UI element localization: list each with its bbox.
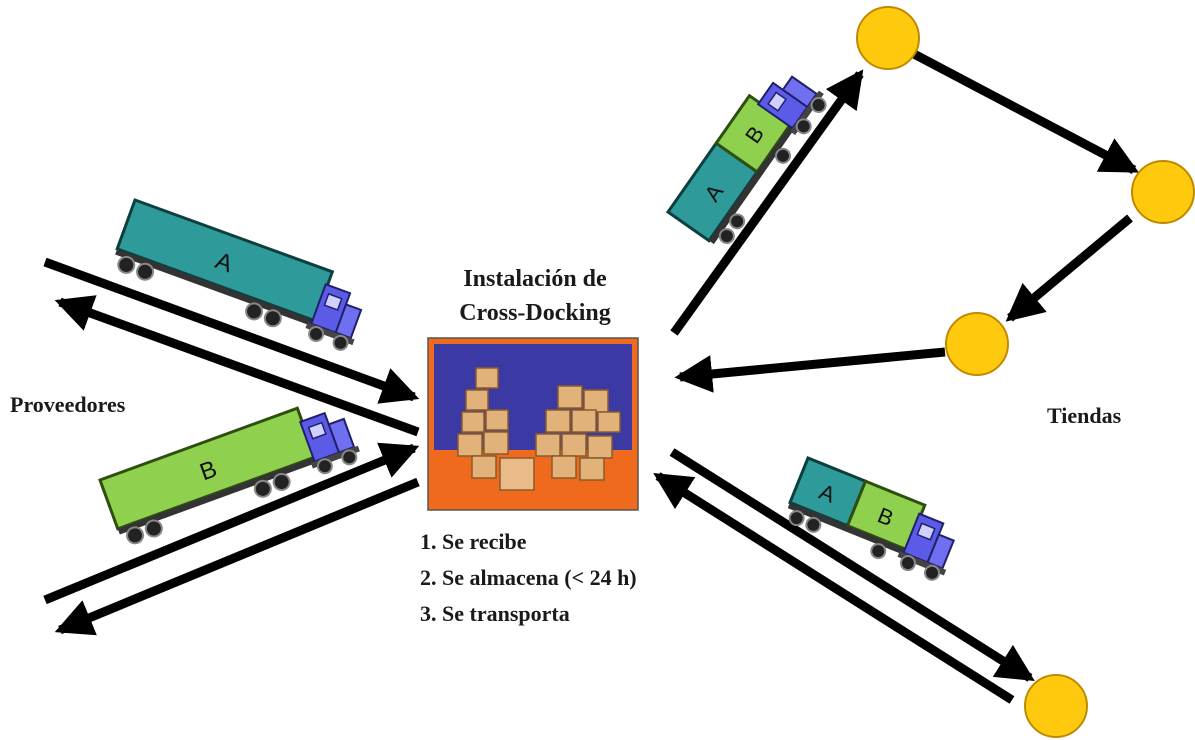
store-node-2 <box>1131 160 1195 224</box>
facility-title-line-2: Cross-Docking <box>459 300 611 326</box>
truck-supplier-b: B <box>98 405 364 545</box>
outbound-arrow-lower <box>669 448 1035 682</box>
box-front <box>499 457 535 491</box>
inbound-arrow-top <box>43 257 420 404</box>
store-node-4 <box>1024 674 1088 738</box>
step-item: 3. Se transporta <box>420 601 570 626</box>
step-item: 2. Se almacena (< 24 h) <box>420 565 637 590</box>
store-node-1 <box>856 6 920 70</box>
truck-outbound-lower: A B <box>787 456 963 585</box>
stores-label: Tiendas <box>1047 403 1122 428</box>
return-arrow-lower <box>653 472 1015 704</box>
return-arrow-bottom <box>54 477 420 636</box>
suppliers-label: Proveedores <box>10 392 126 417</box>
truck-outbound-upper: A B <box>665 65 833 245</box>
store-node-3 <box>945 312 1009 376</box>
route-arrow-return <box>674 347 946 393</box>
box-stack-right <box>535 385 621 481</box>
route-arrow-1 <box>911 50 1140 174</box>
facility-title: Instalación de Cross-Docking <box>420 262 650 330</box>
step-item: 1. Se recibe <box>420 529 527 554</box>
inbound-arrow-bottom <box>43 442 420 605</box>
route-arrow-2 <box>1005 214 1133 322</box>
facility-title-line-1: Instalación de <box>463 266 607 292</box>
outbound-arrow-upper <box>670 69 864 336</box>
return-arrow-top <box>54 295 420 437</box>
facility-image <box>427 337 639 511</box>
process-steps: 1. Se recibe 2. Se almacena (< 24 h) 3. … <box>420 524 637 632</box>
box-stack-left <box>457 367 509 479</box>
truck-supplier-a: A <box>115 198 370 355</box>
